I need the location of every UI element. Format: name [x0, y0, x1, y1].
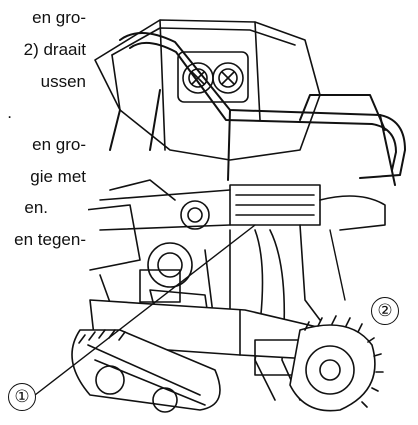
text-line: en tegen-: [14, 230, 86, 249]
handle-frame: [109, 32, 406, 186]
callout-1: ①: [8, 383, 36, 411]
manual-text-column: en gro- 2) draait ussen . en gro- gie me…: [0, 0, 88, 249]
callout-2: ②: [371, 297, 399, 325]
text-line: en gro-: [32, 8, 86, 27]
text-line: en.: [24, 198, 48, 217]
leader-line-2: [329, 229, 346, 301]
text-line: ussen: [40, 72, 86, 91]
left-track: [71, 329, 221, 413]
engine-area: [84, 179, 386, 401]
right-track: [289, 315, 384, 412]
text-line: .: [7, 103, 12, 122]
leader-line-1: [34, 224, 256, 396]
text-line: en gro-: [32, 135, 86, 154]
text-line: 2) draait: [23, 40, 86, 59]
text-line: gie met: [30, 167, 86, 186]
hopper: [94, 19, 321, 161]
